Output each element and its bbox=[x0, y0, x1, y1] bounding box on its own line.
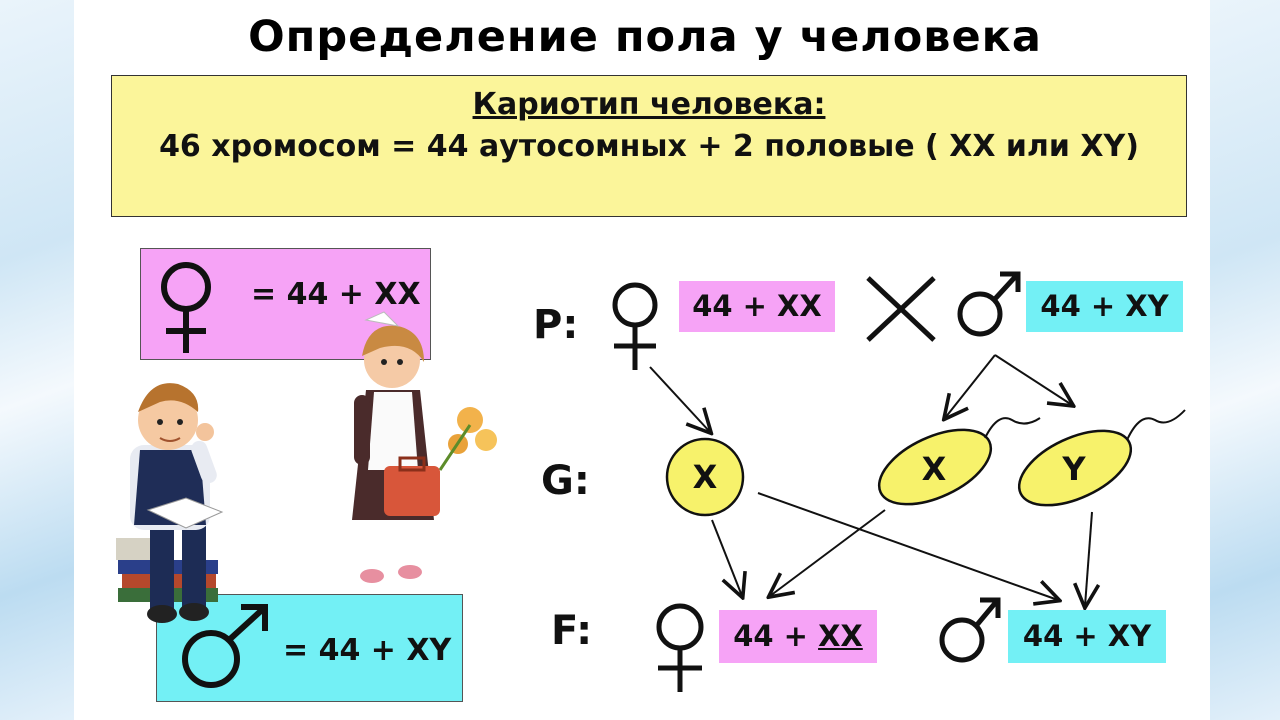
sperm-y-gamete bbox=[1017, 409, 1186, 507]
karyotype-formula: 46 хромосом = 44 аутосомных + 2 половые … bbox=[159, 129, 1139, 164]
parent-female-symbol bbox=[612, 282, 658, 370]
offspring-male-symbol bbox=[939, 597, 1001, 663]
label-parents: P: bbox=[533, 302, 579, 348]
label-gametes: G: bbox=[541, 458, 590, 504]
karyotype-heading: Кариотип человека: bbox=[472, 87, 826, 122]
female-legend-box: = 44 + XX bbox=[140, 248, 431, 360]
background-left-decor bbox=[0, 0, 74, 720]
parent-father-genotype: 44 + XY bbox=[1026, 281, 1183, 332]
egg-gamete-label: X bbox=[692, 458, 718, 496]
label-offspring: F: bbox=[551, 608, 593, 654]
offspring-female-symbol bbox=[656, 603, 704, 692]
female-symbol-icon bbox=[161, 262, 211, 353]
male-legend-text: = 44 + XY bbox=[283, 633, 452, 668]
cross-sign-icon bbox=[866, 276, 936, 342]
karyotype-box: Кариотип человека: 46 хромосом = 44 ауто… bbox=[111, 75, 1187, 217]
male-symbol-icon bbox=[182, 604, 268, 688]
parent-mother-genotype: 44 + XX bbox=[679, 281, 835, 332]
page-title: Определение пола у человека bbox=[248, 12, 1042, 62]
egg-gamete bbox=[665, 437, 745, 517]
sperm-x-label: X bbox=[921, 450, 947, 488]
background-right-decor bbox=[1210, 0, 1280, 720]
parent-male-symbol bbox=[957, 271, 1021, 337]
offspring-son-genotype: 44 + XY bbox=[1008, 610, 1166, 663]
sperm-y-label: Y bbox=[1062, 450, 1086, 488]
sperm-x-gamete bbox=[877, 417, 1041, 506]
female-legend-text: = 44 + XX bbox=[251, 277, 421, 312]
daughter-genotype-prefix: 44 + bbox=[733, 619, 819, 653]
daughter-genotype-xx: XX bbox=[818, 619, 863, 653]
offspring-daughter-genotype: 44 + XX bbox=[719, 610, 877, 663]
